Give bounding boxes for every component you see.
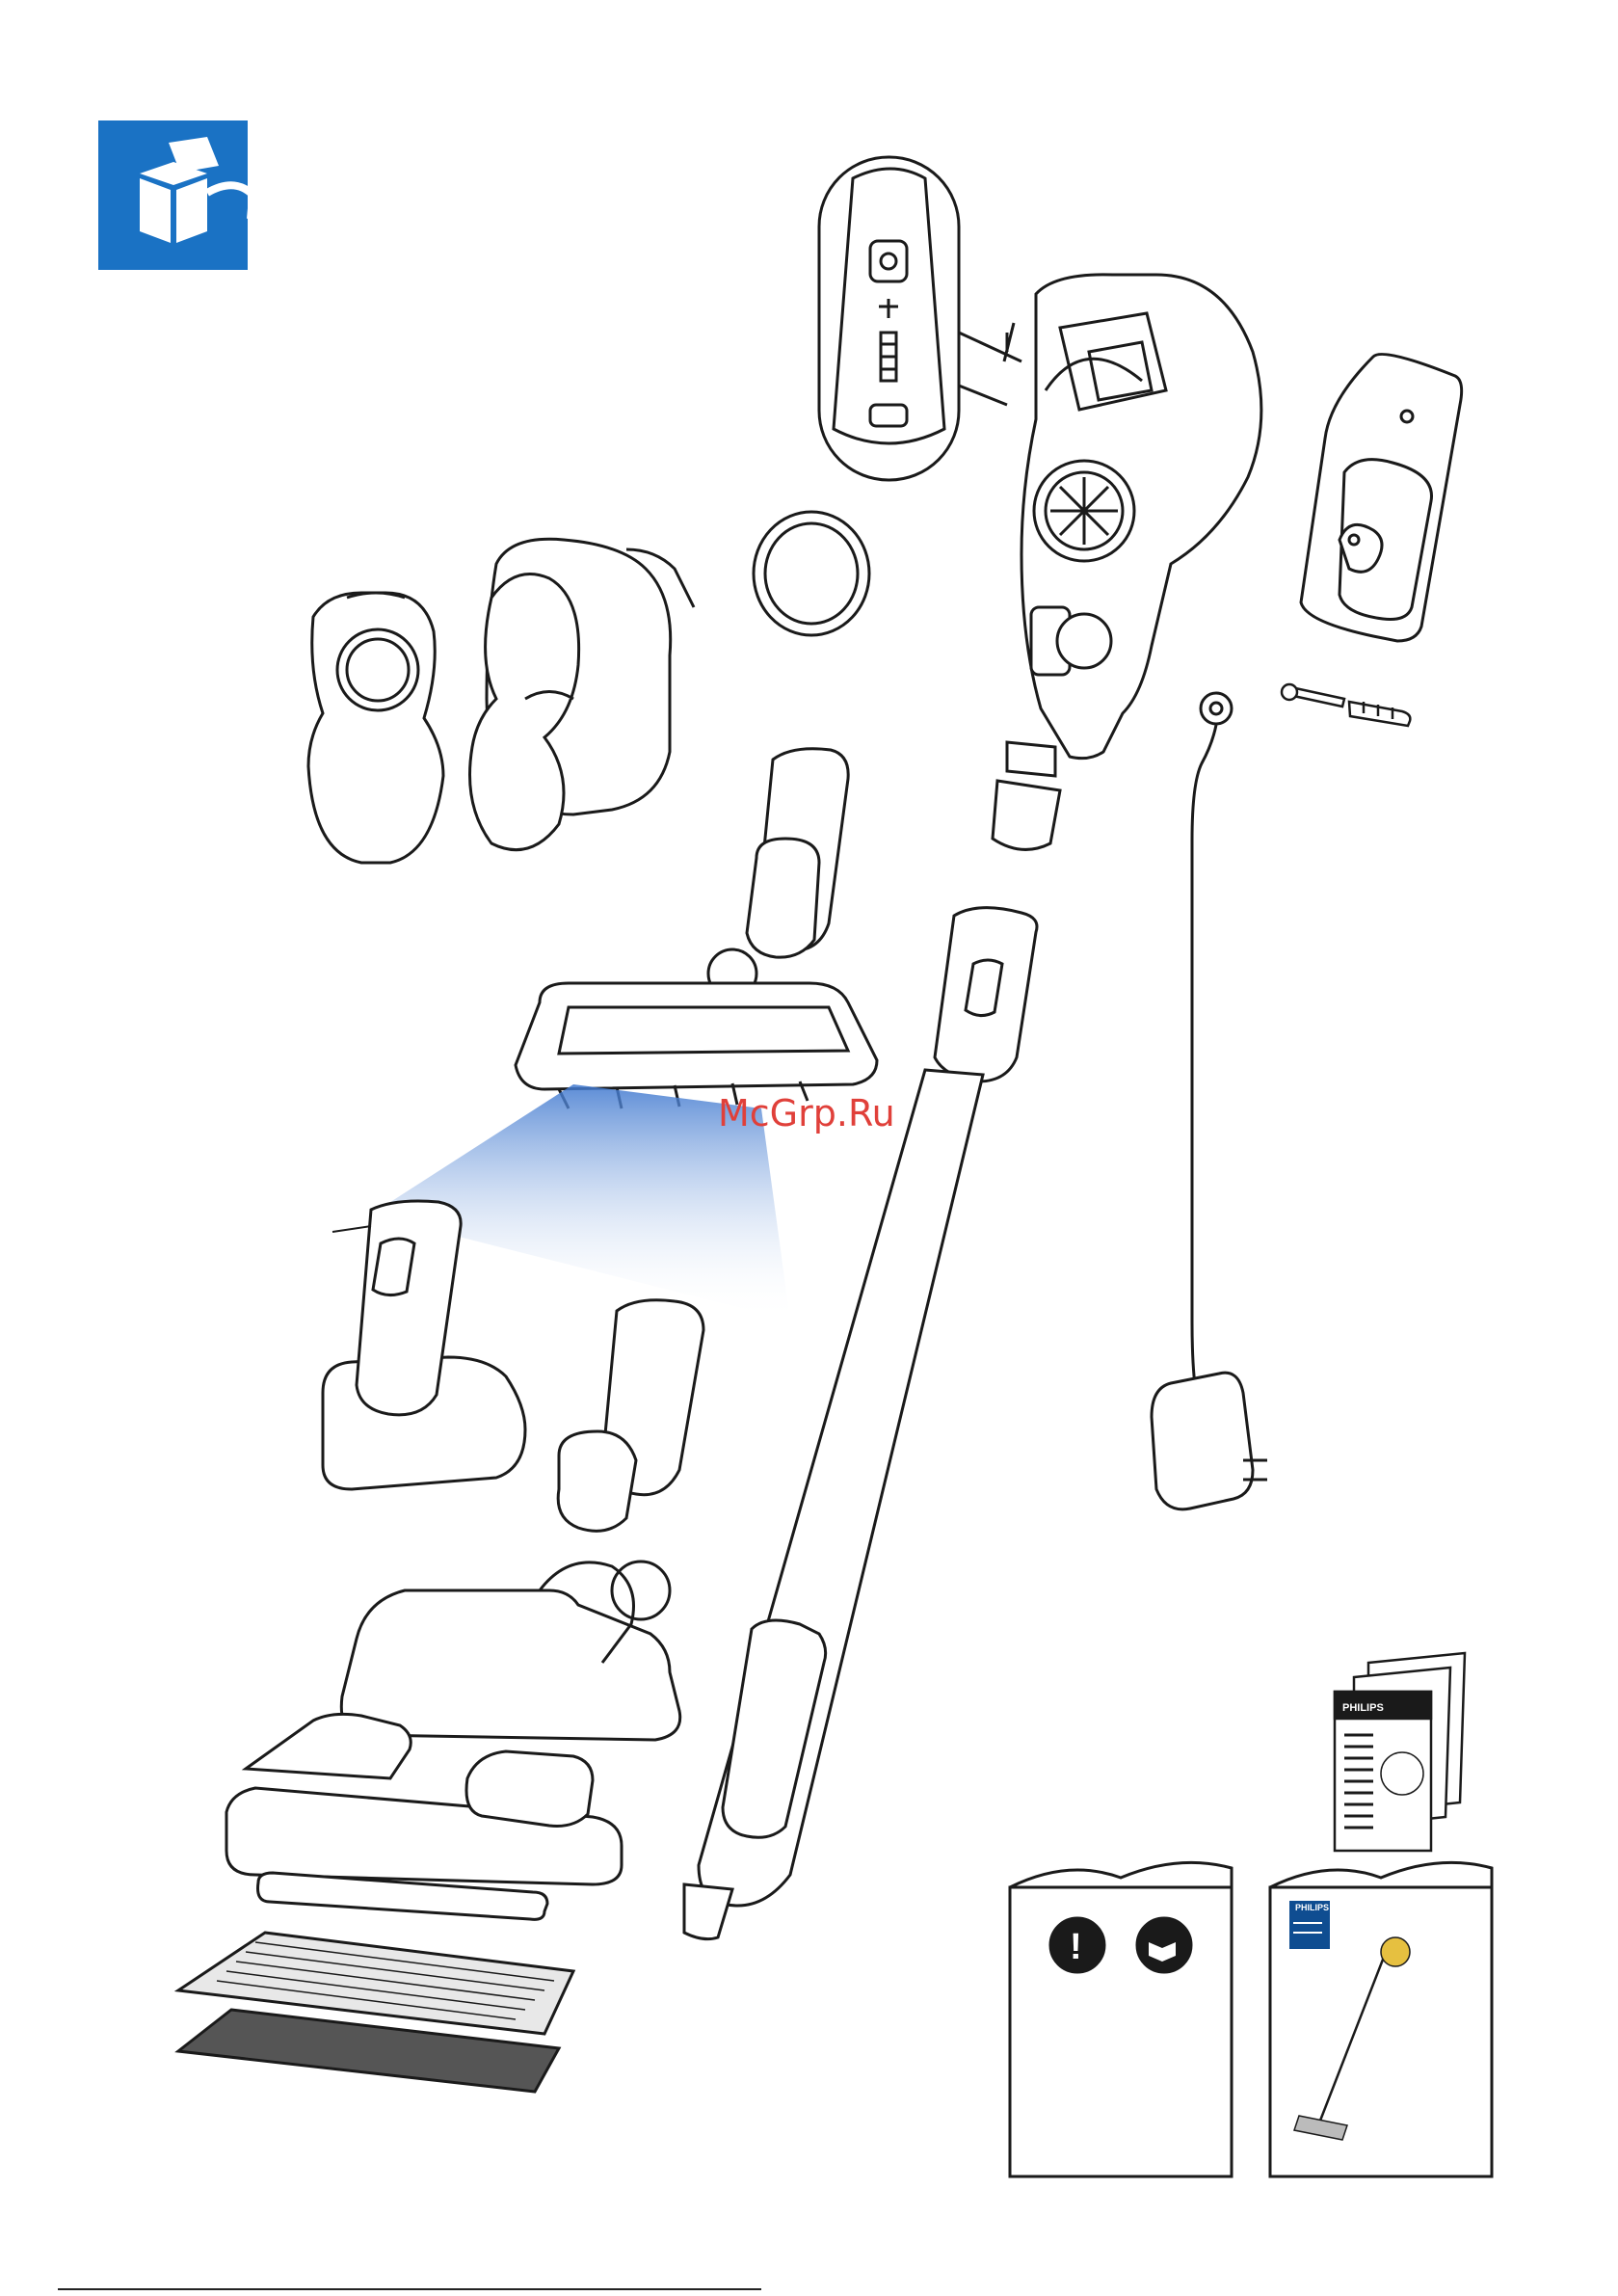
read-manual-icon (1137, 1918, 1191, 1972)
dust-container (308, 539, 694, 863)
charger-adapter (1152, 693, 1267, 1509)
unbox-icon (98, 120, 268, 270)
screw-and-anchor (1282, 684, 1410, 726)
safety-leaflet: ! (1010, 1862, 1232, 2176)
watermark-text: McGrp.Ru (718, 1092, 895, 1135)
handheld-unit (993, 275, 1261, 850)
footer-rule (58, 2288, 761, 2290)
filter (754, 512, 869, 635)
manual-brand: PHILIPS (1295, 1903, 1329, 1912)
wall-bracket (1301, 355, 1462, 642)
booklet-brand: PHILIPS (1342, 1702, 1384, 1714)
svg-text:!: ! (1070, 1927, 1082, 1967)
multilingual-booklet: PHILIPS (1335, 1653, 1465, 1851)
user-manual: PHILIPS (1270, 1862, 1492, 2176)
control-panel-zoom (819, 157, 1021, 480)
mop-attachment (226, 1714, 622, 1919)
mop-pads (178, 1933, 573, 2092)
